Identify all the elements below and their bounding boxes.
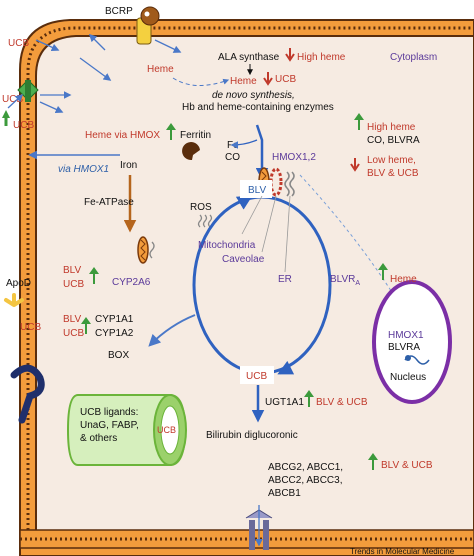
hmox12-label: HMOX1,2 bbox=[272, 152, 316, 163]
ugt1a1-label: UGT1A1 bbox=[265, 397, 304, 408]
er-label: ER bbox=[278, 274, 292, 285]
co-blvra-label: CO, BLVRA bbox=[367, 135, 420, 146]
co-label: CO bbox=[225, 152, 240, 163]
cyp2a6-label: CYP2A6 bbox=[112, 277, 151, 288]
via-hmox1-label: via HMOX1 bbox=[58, 164, 109, 175]
nucleus-ellipse bbox=[372, 280, 452, 404]
caveolae-icon bbox=[269, 167, 283, 197]
apod-icon bbox=[4, 293, 24, 307]
bilirubin-diglucoronic-label: Bilirubin diglucoronic bbox=[206, 430, 298, 441]
high-heme-top-label: High heme bbox=[297, 52, 346, 63]
iron-label: Iron bbox=[120, 160, 137, 171]
blv-left-label: BLV bbox=[63, 265, 81, 276]
high-heme-right-label: High heme bbox=[367, 122, 416, 133]
cyp1a2-label: CYP1A2 bbox=[95, 328, 134, 339]
cyp1a1-label: CYP1A1 bbox=[95, 314, 134, 325]
receptor-hook-icon bbox=[10, 364, 45, 424]
heme-mid-label: Heme bbox=[230, 76, 257, 87]
heme-via-hmox-label: Heme via HMOX bbox=[85, 130, 160, 141]
ucb-label-left: UCB bbox=[2, 94, 23, 105]
fe-atpase-label: Fe-ATPase bbox=[84, 197, 134, 208]
cyp2a6-mitochondria-icon bbox=[137, 236, 155, 264]
nucleus-label: Nucleus bbox=[390, 372, 426, 383]
ucb-ligands-line2: UnaG, FABP, bbox=[80, 420, 139, 431]
caveolae-label: Caveolae bbox=[222, 254, 265, 265]
ucb-ligand-box-label: UCB bbox=[157, 425, 176, 435]
ros-er-icon bbox=[197, 214, 213, 228]
ucb-label-top: UCB bbox=[8, 38, 29, 49]
er-icon bbox=[284, 171, 295, 197]
bcrp-transporter-icon bbox=[136, 6, 160, 45]
footer-credit: Trends in Molecular Medicine bbox=[350, 547, 455, 556]
blv-ucb-abc-label: BLV & UCB bbox=[381, 460, 433, 471]
abc-line3: ABCB1 bbox=[268, 488, 301, 499]
ucb-ligands-line1: UCB ligands: bbox=[80, 407, 138, 418]
ucb-mid-label: UCB bbox=[275, 74, 296, 85]
cytoplasm-label: Cytoplasm bbox=[390, 52, 437, 63]
blv-ucb-right-label: BLV & UCB bbox=[367, 168, 419, 179]
blv-cyp-label: BLV bbox=[63, 314, 81, 325]
mitochondria-label: Mitochondria bbox=[198, 240, 256, 251]
bcrp-label: BCRP bbox=[105, 6, 133, 17]
ucb-left3-label: UCB bbox=[63, 279, 84, 290]
heme-nucleus-label: Heme bbox=[390, 274, 417, 285]
ros-label: ROS bbox=[190, 202, 212, 213]
blv-ucb-ugt-label: BLV & UCB bbox=[316, 397, 368, 408]
box-label: BOX bbox=[108, 350, 129, 361]
ala-synthase-label: ALA synthase bbox=[218, 52, 280, 63]
ferritin-label: Ferritin bbox=[180, 130, 211, 141]
ferritin-icon bbox=[182, 142, 200, 161]
blv-box bbox=[240, 180, 272, 198]
ucb-box bbox=[240, 366, 274, 384]
de-novo-label: de novo synthesis, bbox=[212, 90, 295, 101]
abc-line1: ABCG2, ABCC1, bbox=[268, 462, 343, 473]
heme-top-label: Heme bbox=[147, 64, 174, 75]
hmox1-nucleus-label: HMOX1 bbox=[388, 330, 424, 341]
ucb-cyp-label: UCB bbox=[63, 328, 84, 339]
hb-heme-label: Hb and heme-containing enzymes bbox=[182, 102, 334, 113]
blvra-nucleus-label: BLVRA bbox=[388, 342, 420, 353]
apod-label: ApoD bbox=[6, 278, 31, 289]
blv-box-label: BLV bbox=[248, 185, 266, 196]
abc-line2: ABCC2, ABCC3, bbox=[268, 475, 342, 486]
ucb-box-label: UCB bbox=[246, 371, 267, 382]
ucb-ligands-container bbox=[66, 394, 187, 466]
ucb-label-left2: UCB bbox=[13, 120, 34, 131]
ucb-apod-label: UCB bbox=[20, 322, 41, 333]
low-heme-label: Low heme, bbox=[367, 155, 416, 166]
ucb-ligands-line3: & others bbox=[80, 433, 117, 444]
blvra-label: BLVRA bbox=[330, 274, 360, 287]
